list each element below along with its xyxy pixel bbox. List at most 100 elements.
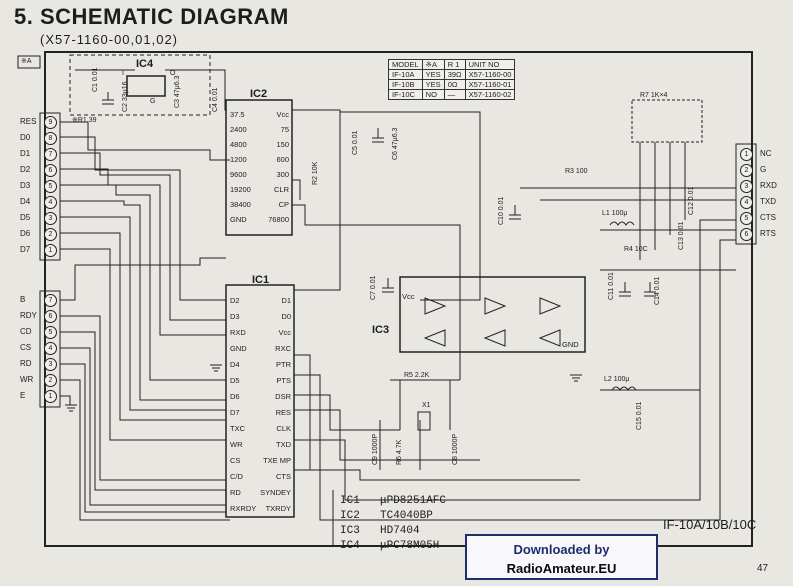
- connector-pin-label: TXD: [760, 197, 776, 206]
- ic2-pin: 150: [276, 140, 289, 149]
- c15-label: C15 0.01: [636, 401, 643, 430]
- ic1-pin: RXD: [230, 328, 246, 337]
- ic1-pin: D3: [230, 312, 240, 321]
- connector-pin-label: CTS: [760, 213, 776, 222]
- ic2-pin: 37.5: [230, 110, 245, 119]
- table-cell: X57-1160-00: [464, 69, 516, 80]
- ic4-pin-o: O: [170, 70, 176, 77]
- model-table-header: R 1: [443, 59, 466, 70]
- x1-crystal: [417, 411, 431, 431]
- r2-label: R2 10K: [312, 161, 319, 185]
- ic1-pin: Vcc: [278, 328, 291, 337]
- c4-label: C4 0.01: [212, 87, 219, 112]
- table-cell: 39Ω: [443, 69, 466, 80]
- ic1-pin: D2: [230, 296, 240, 305]
- table-cell: X57-1160-02: [464, 89, 516, 100]
- r3-label: R3 100: [565, 168, 588, 175]
- ic2-name: IC2: [250, 88, 268, 100]
- ic1-pin: TXC: [230, 424, 245, 433]
- right-connector-body: [735, 143, 757, 245]
- connector-pin-label: E: [20, 391, 26, 400]
- ic2-pin: CLR: [273, 185, 289, 194]
- ic1-pin: RXRDY: [230, 504, 257, 513]
- table-row: IF-10B YES 0Ω X57-1160-01: [388, 79, 516, 90]
- ic2-pin: 76800: [268, 215, 289, 224]
- pin-number: 5: [44, 326, 57, 339]
- connector-pin-label: RES: [20, 117, 37, 126]
- pin-number: 2: [44, 228, 57, 241]
- ic1-pin: PTS: [276, 376, 291, 385]
- table-cell: IF-10B: [388, 79, 423, 90]
- pin-number: 6: [44, 164, 57, 177]
- c14-label: C14 0.01: [654, 276, 661, 305]
- pin-number: 2: [44, 374, 57, 387]
- ic1-pin: D7: [230, 408, 240, 417]
- pin-number: 1: [44, 390, 57, 403]
- pin-number: 1: [740, 148, 753, 161]
- table-cell: —: [443, 89, 466, 100]
- r7-network: [631, 99, 703, 143]
- c3-label: C3 47μ6.3: [174, 75, 181, 108]
- model-table-header: MODEL: [388, 59, 423, 70]
- ic1-pin: GND: [230, 344, 247, 353]
- ic2-pin: 75: [280, 125, 289, 134]
- ic2-pin: 600: [276, 155, 289, 164]
- connector-pin-label: G: [760, 165, 767, 174]
- pin-number: 2: [740, 164, 753, 177]
- pin-number: 4: [44, 342, 57, 355]
- c8-label: C8 1000P: [452, 433, 459, 465]
- model-name: IF-10A/10B/10C: [663, 517, 757, 532]
- ic2-pin: 4800: [230, 140, 247, 149]
- c13-label: C13 0.01: [678, 221, 685, 250]
- connector-pin-label: D6: [20, 229, 31, 238]
- badge-line-2: RadioAmateur.EU: [506, 561, 617, 576]
- pin-number: 5: [44, 180, 57, 193]
- x1-label: X1: [422, 402, 431, 409]
- table-cell: YES: [421, 69, 445, 80]
- ic2-pin: 9600: [230, 170, 247, 179]
- download-badge[interactable]: Downloaded by RadioAmateur.EU: [465, 534, 658, 580]
- r1-label: ※R1 39: [72, 117, 97, 124]
- ic4-name: IC4: [136, 58, 154, 70]
- ic1-pin: RXC: [275, 344, 291, 353]
- r5-label: R5 2.2K: [404, 372, 430, 379]
- table-cell: IF-10C: [388, 89, 423, 100]
- left-connector-bottom-body: [39, 290, 61, 408]
- ic3-gnd: GND: [562, 340, 579, 349]
- connector-pin-label: NC: [760, 149, 772, 158]
- ic4-pin-g: G: [150, 98, 156, 105]
- board-outline: [44, 51, 753, 547]
- left-connector-top-body: [39, 112, 61, 261]
- pin-number: 3: [44, 212, 57, 225]
- pin-number: 7: [44, 148, 57, 161]
- model-table-header: UNIT NO: [464, 59, 516, 70]
- ic1-pin: CS: [230, 456, 241, 465]
- pin-number: 6: [44, 310, 57, 323]
- c9-label: C9 1000P: [372, 433, 379, 465]
- connector-pin-label: RXD: [760, 181, 777, 190]
- pin-number: 4: [740, 196, 753, 209]
- ic1-pin: RD: [230, 488, 241, 497]
- pin-number: 3: [740, 180, 753, 193]
- c2-label: C2 33μ16: [122, 81, 129, 113]
- c10-label: C10 0.01: [498, 196, 505, 225]
- ic1-pin: PTR: [276, 360, 291, 369]
- page-title: 5. SCHEMATIC DIAGRAM: [14, 4, 289, 29]
- ic2-pin: 300: [276, 170, 289, 179]
- c12-label: C12 0.01: [688, 186, 695, 215]
- ic1-pin: D0: [281, 312, 291, 321]
- connector-pin-label: D0: [20, 133, 31, 142]
- connector-pin-label: RTS: [760, 229, 776, 238]
- pin-number: 8: [44, 132, 57, 145]
- ic1-body: [225, 284, 295, 518]
- r7-label: R7 1K×4: [640, 92, 668, 99]
- model-table-header: ※A: [421, 59, 445, 70]
- pin-number: 6: [740, 228, 753, 241]
- connector-pin-label: B: [20, 295, 26, 304]
- ic1-pin: WR: [230, 440, 243, 449]
- connector-pin-label: D7: [20, 245, 31, 254]
